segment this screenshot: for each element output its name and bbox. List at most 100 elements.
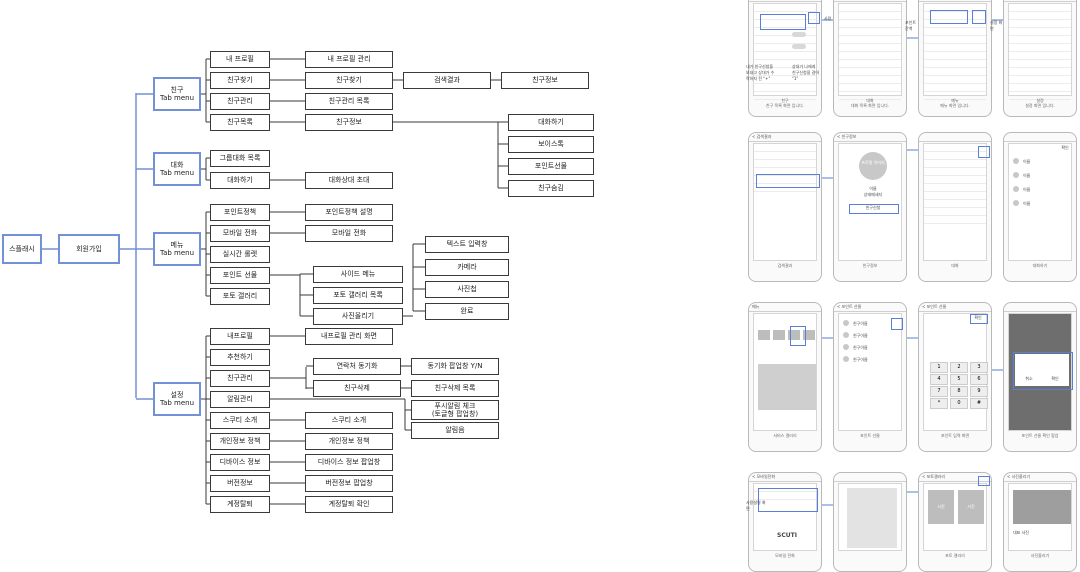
wireframe-r2-2: 대화 [918,132,992,282]
photo-thumb [958,490,984,524]
list-row [1009,12,1071,20]
menu-item-2: 실시간 롤렛 [210,246,270,263]
menu-tile [773,330,785,340]
menu-item-3: 포인트 선물 [210,267,270,284]
tab-node-0: 친구 Tab menu [153,77,201,111]
highlight-box [891,318,903,330]
screen-caption: 검색결과 [777,263,793,268]
checklist-item: 이름 [1023,187,1031,192]
friend-info-node: 친구정보 [501,72,589,89]
list-row [754,52,816,60]
list-row [1009,68,1071,76]
list-row [754,4,816,12]
settings-sub-1: 스쿠티 소개 [305,412,393,429]
list-row [1009,28,1071,36]
list-row [924,216,986,224]
list-row [924,208,986,216]
highlight-box [1013,352,1073,390]
list-row [924,168,986,176]
keypad-key: 0 [950,398,968,409]
list-row [839,76,901,84]
screen-caption: 모바일 전화 [775,553,795,558]
screen-title [749,0,821,2]
menu-item-0: 포인트정책 [210,204,270,221]
friend-action-2: 포인트선물 [508,158,594,175]
list-row [754,60,816,68]
cancel-button: 취소 [1025,376,1033,381]
friend-name: 친구이름 [853,357,868,362]
wireframe-note: 사람 [824,16,832,21]
signup-node: 회원가입 [58,234,120,264]
list-row [839,68,901,76]
settings-item-2: 친구관리 [210,370,270,387]
friend-action-0: 대화하기 [508,114,594,131]
wireframe-note: 사용설명 화면 [746,500,766,511]
list-row [924,176,986,184]
screen-body: 취소 확인 [1008,313,1073,431]
friends-item-0: 내 프로필 [210,51,270,68]
list-row [754,68,816,76]
friend-name: 친구이름 [853,333,868,338]
friend-avatar [843,320,849,326]
screen-title: < 포인트 선물 [919,303,991,312]
upload-step-1: 카메라 [425,259,509,276]
list-row [924,44,986,52]
list-row [754,176,816,184]
list-row [924,192,986,200]
settings-sub-4: 버전정보 팝업창 [305,475,393,492]
list-row [924,12,986,20]
ok-button: 확인 [1051,376,1059,381]
keypad-key: 7 [930,386,948,397]
settings-item-0: 내프로필 [210,328,270,345]
highlight-box [808,12,820,24]
highlight-box [756,174,820,188]
menu-sub-1: 모바일 전화 [305,225,393,242]
friends-item-1: 친구찾기 [210,72,270,89]
checkbox-icon [1013,200,1019,206]
settings-sub-0: 내프로필 관리 화면 [305,328,393,345]
chat-item-1: 대화하기 [210,172,270,189]
settings-friend-mgmt-1: 친구삭제 [313,380,401,397]
highlight-box [930,10,968,24]
list-row [924,152,986,160]
list-row [924,84,986,92]
list-row [839,84,901,92]
list-row [839,92,901,100]
list-row [754,492,816,500]
keypad-key: 1 [930,362,948,373]
screen-caption: 대화하기 [1032,263,1048,268]
settings-item-4: 스쿠티 소개 [210,412,270,429]
keypad-key: 6 [970,374,988,385]
friend-action-1: 보이스톡 [508,136,594,153]
confirm-popup: 취소 확인 [1015,354,1069,386]
menu-sub-0: 포인트정책 설명 [305,204,393,221]
photo-thumb [928,490,954,524]
settings-item-5: 개인정보 정책 [210,433,270,450]
list-row [754,12,816,20]
screen-body [753,313,817,431]
highlight-box [970,314,988,324]
keypad-key: 2 [950,362,968,373]
list-row [754,160,816,168]
highlight-box [849,204,899,214]
list-row [1009,52,1071,60]
sound-node: 알림음 [411,422,499,439]
friends-item-3: 친구목록 [210,114,270,131]
list-row [924,68,986,76]
screen-title: < 검색결과 [749,133,821,142]
list-row [1009,36,1071,44]
screen-caption [836,553,904,569]
list-row [924,76,986,84]
keypad-key: * [930,398,948,409]
confirm-button: 확인 [1061,145,1069,150]
list-row [924,160,986,168]
wireframe-r1-2: 메뉴 메뉴 화면 입니다. [918,0,992,117]
profile-name: 이름 상태메세지 [863,186,883,197]
